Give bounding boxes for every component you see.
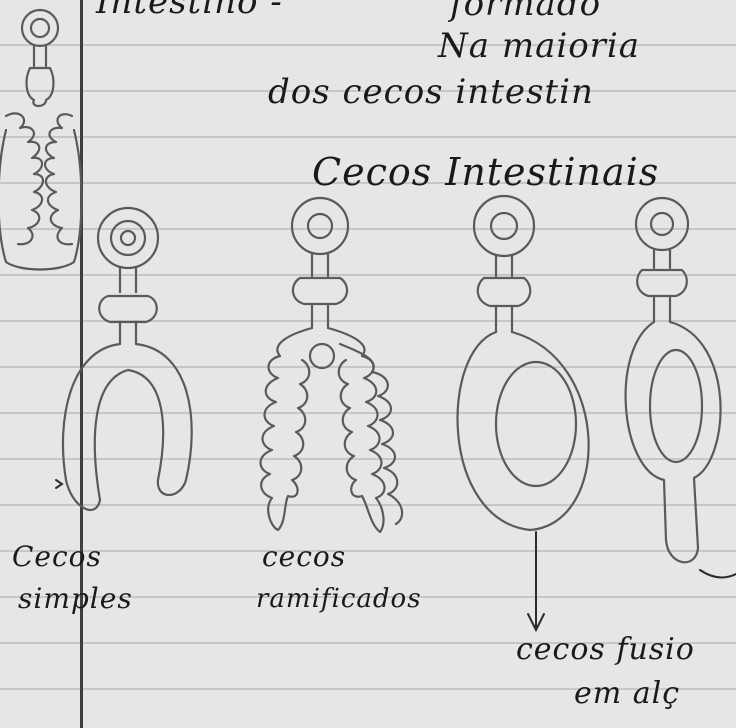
note-line-2: Na maioria: [438, 26, 640, 66]
label-fusionados-2: em alç: [574, 676, 680, 711]
label-simples-2: simples: [18, 582, 133, 615]
note-line-1-right: formado: [450, 0, 601, 24]
label-ramificados-2: ramificados: [256, 584, 422, 614]
note-line-3: dos cecos intestin: [268, 72, 594, 112]
label-simples-1: Cecos: [12, 540, 102, 573]
label-fusionados-1: cecos fusio: [516, 632, 695, 667]
partial-specimen-left: [0, 10, 82, 270]
connector-line: [700, 570, 736, 577]
ceco-fusionado-drawing-2: [626, 198, 721, 562]
section-heading: Cecos Intestinais: [312, 150, 659, 194]
note-line-1-left: Intestino -: [96, 0, 283, 22]
ceco-ramificado-drawing: [261, 198, 403, 532]
pointer-arrow: [528, 532, 544, 630]
label-ramificados-1: cecos: [262, 540, 346, 573]
ceco-simples-drawing: [63, 208, 192, 510]
ceco-fusionado-drawing-1: [458, 196, 589, 530]
margin-mark: [56, 480, 62, 488]
